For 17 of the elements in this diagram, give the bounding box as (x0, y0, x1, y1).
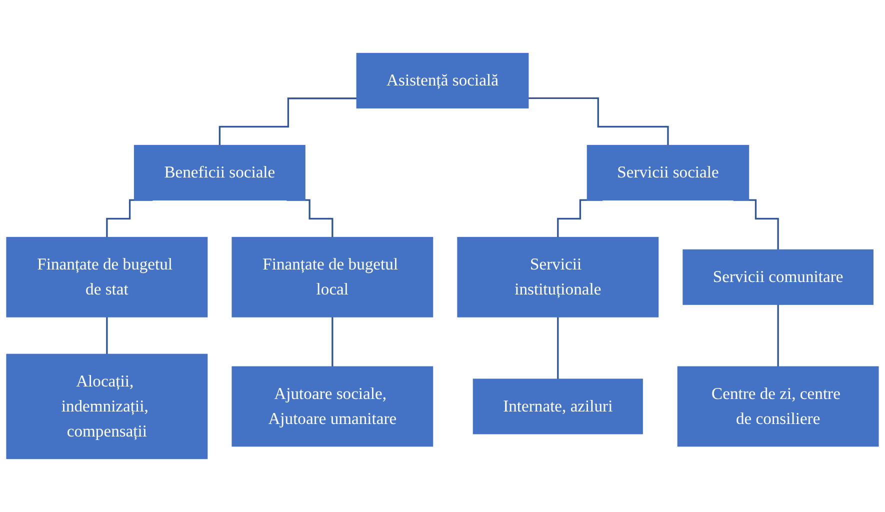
node-box: Servicii sociale (586, 144, 750, 200)
node-box: Finanțate de bugetul de stat (6, 236, 208, 318)
connector (218, 98, 357, 146)
node-box: Finanțate de bugetul local (232, 236, 434, 318)
node-box: Ajutoare sociale, Ajutoare umanitare (232, 366, 434, 447)
node-box: Alocații, indemnizații, compensații (6, 354, 208, 460)
connector (106, 316, 108, 356)
node-box: Internate, aziluri (472, 378, 643, 434)
node-box: Centre de zi, centre de consiliere (677, 366, 879, 447)
connector (332, 316, 334, 368)
node-box: Beneficii sociale (134, 144, 306, 200)
connector (528, 97, 669, 146)
node-box: Asistență socială (356, 52, 529, 108)
node-box: Servicii comunitare (682, 249, 874, 305)
connector (557, 316, 559, 380)
connector (777, 304, 779, 368)
node-box: Servicii instituționale (457, 236, 659, 318)
